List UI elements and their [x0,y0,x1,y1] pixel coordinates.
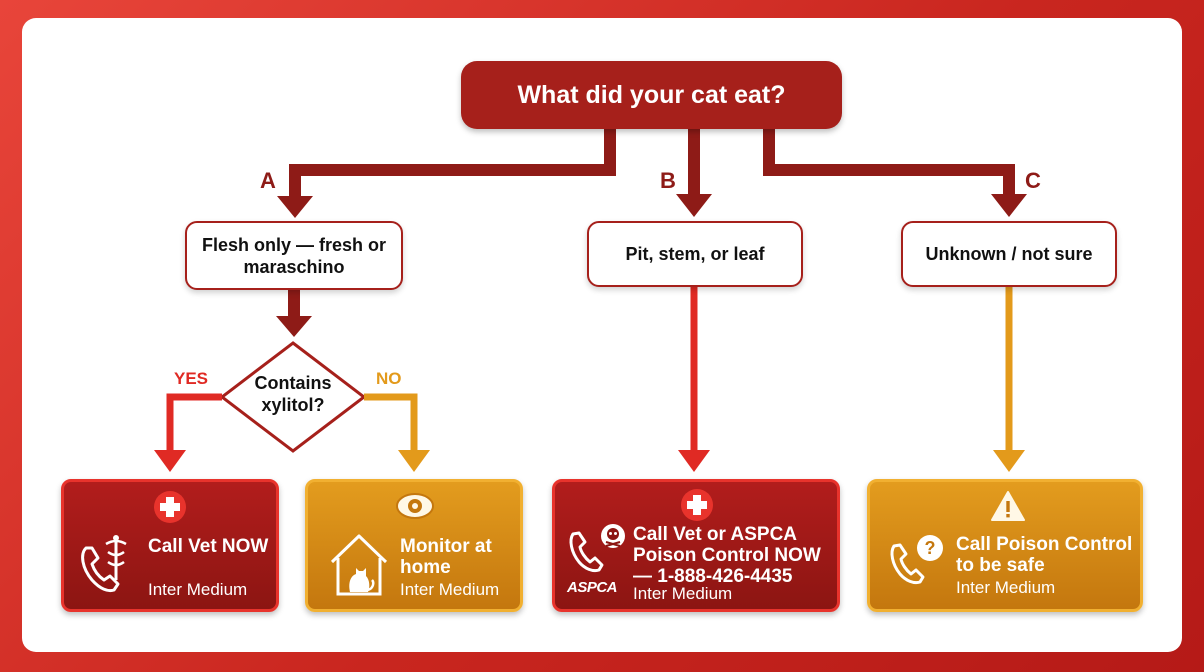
outcome-2-text: Monitor at home [400,536,492,578]
arrowhead-a-diamond [276,316,312,337]
connector-yes [166,393,222,452]
eye-icon [396,493,434,519]
no-label: NO [376,369,402,388]
branch-a-label: Flesh only — fresh or maraschino [201,234,387,277]
arrowhead-c [991,194,1027,217]
outcome-1-font-note: Inter Medium [148,580,248,599]
branch-b-node: Pit, stem, or leaf [587,221,803,287]
branch-a-node: Flesh only — fresh or maraschino [185,221,403,290]
branch-letter-b: B [660,168,676,193]
outcome-call-poison: ? Call Poison Control to be safe Inter M… [867,479,1143,612]
decision-diamond [219,341,367,453]
house-cat-icon [330,534,388,596]
outcome-3-font-note: Inter Medium [633,584,733,603]
decision-question: Contains xylitol? [254,373,332,415]
outcome-call-aspca: ASPCA Call Vet or ASPCA Poison Control N… [552,479,840,612]
arrowhead-b-outcome [678,450,710,472]
outcome-3-text: Call Vet or ASPCA Poison Control NOW — 1… [633,524,821,587]
yes-label: YES [174,369,209,388]
outcome-2-font-note: Inter Medium [400,580,500,599]
medical-cross-icon [681,489,713,521]
connector-a [289,129,616,198]
warning-icon [991,491,1025,521]
branch-letter-a: A [260,168,276,193]
medical-cross-icon [154,491,186,523]
branch-c-label: Unknown / not sure [925,244,1093,264]
root-question: What did your cat eat? [461,61,842,129]
arrowhead-b [676,194,712,217]
branch-b-label: Pit, stem, or leaf [625,244,765,264]
arrowhead-c-outcome [993,450,1025,472]
poison-phone-icon [569,524,625,573]
question-phone-icon: ? [890,535,943,585]
outcome-4-font-note: Inter Medium [956,578,1056,597]
connector-no [364,393,418,452]
aspca-logo: ASPCA [567,579,618,596]
arrowhead-a [277,196,313,218]
outcome-4-text: Call Poison Control to be safe [956,534,1133,576]
arrowhead-no [398,450,430,472]
outcome-monitor: Monitor at home Inter Medium [305,479,523,612]
branch-c-node: Unknown / not sure [901,221,1117,287]
branch-letter-c: C [1025,168,1041,193]
connector-c [763,129,1015,196]
svg-text:?: ? [925,538,936,558]
caduceus-phone-icon [81,535,127,593]
outcome-call-vet: Call Vet NOW Inter Medium [61,479,279,612]
outcome-1-text: Call Vet NOW [148,536,269,557]
arrowhead-yes [154,450,186,472]
